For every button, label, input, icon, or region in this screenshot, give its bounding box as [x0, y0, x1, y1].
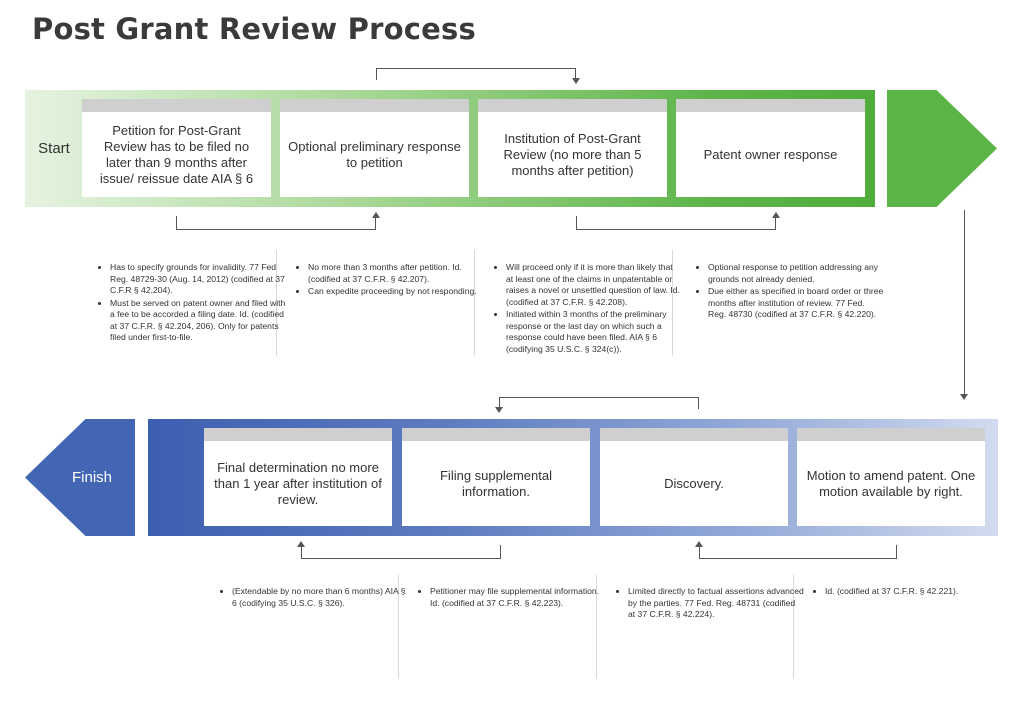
note-item: Petitioner may file supplemental informa… [430, 586, 606, 609]
connector-bracket [176, 216, 376, 230]
step-label: Final determination no more than 1 year … [214, 459, 382, 507]
step-preliminary-response: Optional preliminary response to petitio… [280, 99, 469, 197]
step-label: Discovery. [664, 475, 724, 491]
notes-petition: Has to specify grounds for invalidity. 7… [92, 262, 286, 345]
connector-bracket [499, 397, 699, 409]
step-final-determination: Final determination no more than 1 year … [204, 428, 392, 526]
step-label: Institution of Post-Grant Review (no mor… [503, 130, 642, 178]
arrowhead-up-icon [772, 212, 780, 218]
right-arrow-icon [887, 90, 997, 207]
note-item: No more than 3 months after petition. Id… [308, 262, 484, 285]
step-petition: Petition for Post-Grant Review has to be… [82, 99, 271, 197]
column-divider [793, 575, 794, 679]
notes-discovery: Limited directly to factual assertions a… [610, 586, 804, 622]
page-title: Post Grant Review Process [32, 12, 476, 46]
column-divider [672, 250, 673, 356]
column-divider [398, 575, 399, 679]
step-institution: Institution of Post-Grant Review (no mor… [478, 99, 667, 197]
step-label: Petition for Post-Grant Review has to be… [99, 122, 254, 186]
note-item: Id. (codified at 37 C.F.R. § 42.221). [825, 586, 1001, 598]
connector-line [964, 210, 965, 396]
note-item: (Extendable by no more than 6 months) AI… [232, 586, 408, 609]
notes-final-determination: (Extendable by no more than 6 months) AI… [214, 586, 408, 610]
note-item: Will proceed only if it is more than lik… [506, 262, 682, 308]
column-divider [596, 575, 597, 679]
arrowhead-up-icon [372, 212, 380, 218]
step-supplemental-information: Filing supplemental information. [402, 428, 590, 526]
connector-bracket [699, 545, 897, 559]
step-label: Optional preliminary response to petitio… [288, 138, 461, 170]
arrowhead-down-icon [960, 394, 968, 400]
column-divider [474, 250, 475, 356]
step-motion-to-amend: Motion to amend patent. One motion avail… [797, 428, 985, 526]
arrowhead-down-icon [495, 407, 503, 413]
note-item: Optional response to petition addressing… [708, 262, 884, 285]
note-item: Has to specify grounds for invalidity. 7… [110, 262, 286, 297]
arrowhead-up-icon [695, 541, 703, 547]
note-item: Due either as specified in board order o… [708, 286, 884, 321]
arrowhead-down-icon [572, 78, 580, 84]
step-patent-owner-response: Patent owner response [676, 99, 865, 197]
note-item: Limited directly to factual assertions a… [628, 586, 804, 621]
finish-label: Finish [71, 469, 112, 486]
notes-patent-owner-response: Optional response to petition addressing… [690, 262, 884, 322]
note-item: Must be served on patent owner and filed… [110, 298, 286, 344]
column-divider [276, 250, 277, 356]
step-discovery: Discovery. [600, 428, 788, 526]
notes-motion-to-amend: Id. (codified at 37 C.F.R. § 42.221). [807, 586, 1001, 599]
note-item: Can expedite proceeding by not respondin… [308, 286, 484, 298]
step-label: Motion to amend patent. One motion avail… [806, 467, 976, 499]
notes-institution: Will proceed only if it is more than lik… [488, 262, 682, 356]
note-item: Initiated within 3 months of the prelimi… [506, 309, 682, 355]
notes-preliminary-response: No more than 3 months after petition. Id… [290, 262, 484, 299]
connector-bracket [301, 545, 501, 559]
connector-bracket [576, 216, 776, 230]
step-label: Filing supplemental information. [439, 467, 552, 499]
notes-supplemental-information: Petitioner may file supplemental informa… [412, 586, 606, 610]
connector-bracket [376, 68, 576, 80]
step-label: Patent owner response [703, 146, 838, 162]
arrowhead-up-icon [297, 541, 305, 547]
start-label: Start [38, 140, 70, 157]
